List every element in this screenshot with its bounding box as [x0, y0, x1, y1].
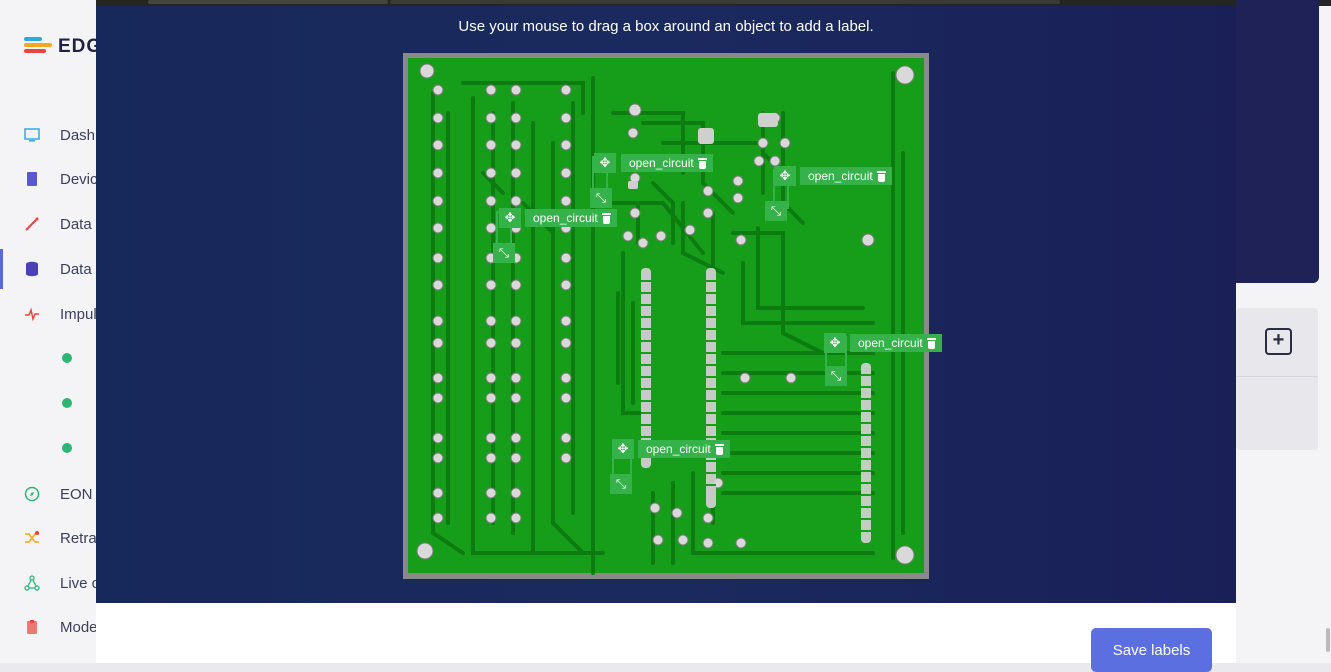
- top-bar: [0, 0, 1331, 6]
- instructions-text: Use your mouse to drag a box around an o…: [458, 18, 874, 35]
- sidebar-item-label: Device: [60, 170, 106, 188]
- trash-icon[interactable]: [601, 212, 611, 224]
- pcb-board-image: [403, 53, 929, 579]
- bounding-box-label[interactable]: open_circuit: [525, 209, 617, 227]
- logo-text: EDG: [58, 36, 103, 57]
- bounding-box-label[interactable]: open_circuit: [621, 154, 713, 172]
- resize-icon[interactable]: ⤡: [493, 243, 515, 263]
- sidebar-item-label: Mode: [60, 618, 98, 636]
- compass-icon: [24, 486, 40, 502]
- background-banner: [1236, 0, 1319, 283]
- sidebar-item-label: Impul: [60, 305, 97, 323]
- bounding-box-label[interactable]: open_circuit: [800, 167, 892, 185]
- box-label-text: open_circuit: [646, 442, 711, 456]
- sample-image[interactable]: [403, 53, 929, 579]
- resize-icon[interactable]: ⤡: [825, 366, 847, 386]
- monitor-icon: [24, 128, 40, 142]
- trash-icon[interactable]: [876, 170, 886, 182]
- sidebar-item-label: Data: [60, 260, 92, 278]
- scrollbar[interactable]: [1326, 628, 1330, 652]
- modal-footer: Save labels: [96, 603, 1236, 672]
- box-label-text: open_circuit: [533, 211, 598, 225]
- save-labels-button[interactable]: Save labels: [1091, 628, 1212, 672]
- resize-icon[interactable]: ⤡: [610, 474, 632, 494]
- logo: EDG: [24, 36, 102, 58]
- pulse-icon: [25, 307, 39, 322]
- bounding-box-label[interactable]: open_circuit: [638, 440, 730, 458]
- add-button[interactable]: +: [1265, 328, 1292, 355]
- sidebar-item-label: Retra: [60, 529, 97, 547]
- magic-wand-icon: [25, 217, 39, 231]
- sub-item-dot[interactable]: [62, 443, 72, 453]
- sidebar-item-eon-tuner[interactable]: EON T: [0, 474, 106, 514]
- trash-icon[interactable]: [697, 157, 707, 169]
- sidebar-item-label: Data: [60, 215, 92, 233]
- sidebar: EDG Dashb Device Data Data Impul EON T: [0, 0, 106, 663]
- box-label-text: open_circuit: [629, 156, 694, 170]
- sidebar-item-model-testing[interactable]: Mode: [0, 607, 98, 647]
- move-icon[interactable]: ✥: [612, 439, 634, 459]
- database-icon: [26, 261, 38, 277]
- network-icon: [24, 575, 40, 591]
- sub-item-dot[interactable]: [62, 353, 72, 363]
- sidebar-item-data[interactable]: Data: [0, 249, 99, 289]
- sidebar-item-label: Live c: [60, 574, 100, 592]
- logo-icon: [24, 37, 52, 57]
- sidebar-item-live-classification[interactable]: Live c: [0, 563, 100, 603]
- sidebar-item-label: EON T: [60, 485, 106, 503]
- sidebar-item-retrain[interactable]: Retra: [0, 518, 97, 558]
- box-label-text: open_circuit: [808, 169, 873, 183]
- background-card: [1236, 308, 1318, 450]
- box-label-text: open_circuit: [858, 336, 923, 350]
- sidebar-item-devices[interactable]: Device: [0, 159, 106, 199]
- clipboard-icon: [27, 620, 37, 634]
- sidebar-item-impulse[interactable]: Impul: [0, 294, 97, 334]
- bounding-box-label[interactable]: open_circuit: [850, 334, 942, 352]
- sidebar-item-data-acquisition[interactable]: Data: [0, 204, 96, 244]
- move-icon[interactable]: ✥: [824, 333, 846, 353]
- labeling-canvas[interactable]: Use your mouse to drag a box around an o…: [96, 6, 1236, 603]
- shuffle-icon: [25, 531, 39, 543]
- chip-icon: [27, 172, 37, 186]
- move-icon[interactable]: ✥: [774, 166, 796, 186]
- resize-icon[interactable]: ⤡: [765, 201, 787, 221]
- labeling-modal: Use your mouse to drag a box around an o…: [96, 6, 1236, 672]
- move-icon[interactable]: ✥: [499, 208, 521, 228]
- sidebar-item-label: Dashb: [60, 126, 104, 144]
- move-icon[interactable]: ✥: [594, 153, 616, 173]
- trash-icon[interactable]: [926, 337, 936, 349]
- resize-icon[interactable]: ⤡: [590, 188, 612, 208]
- sub-item-dot[interactable]: [62, 398, 72, 408]
- trash-icon[interactable]: [714, 443, 724, 455]
- sidebar-item-dashboard[interactable]: Dashb: [0, 115, 103, 155]
